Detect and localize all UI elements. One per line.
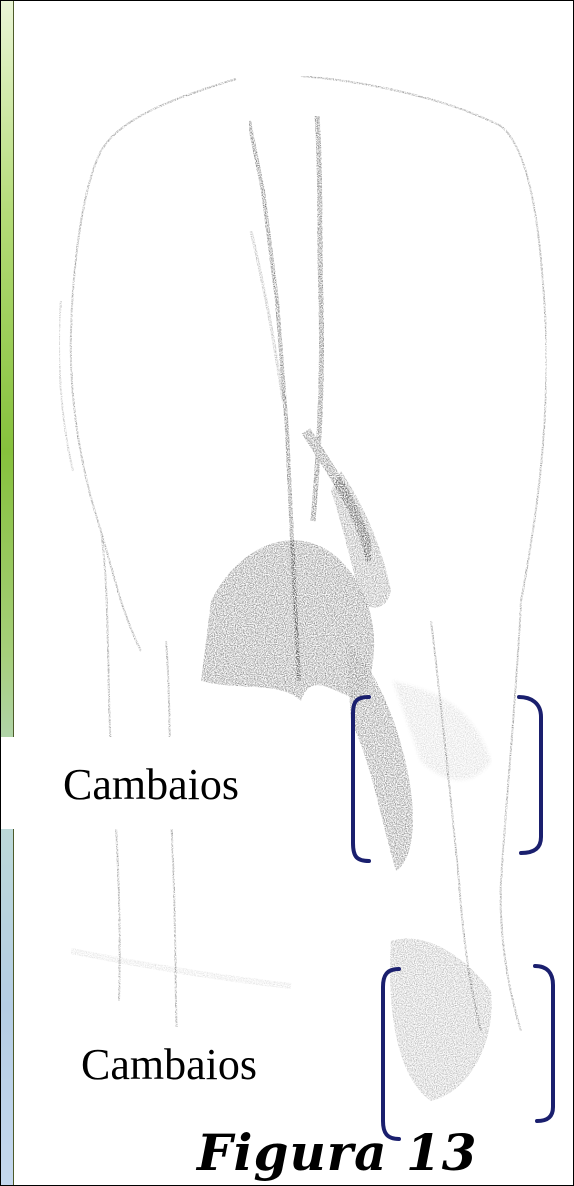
lower-label: Cambaios [81,1039,257,1090]
lower-right-bracket [535,966,553,1121]
upper-right-bracket [519,697,541,853]
upper-label-box: Cambaios [1,737,299,829]
figure-caption: Figura 13 [197,1123,478,1183]
upper-label: Cambaios [63,759,239,810]
lower-label-box: Cambaios [71,1027,347,1107]
